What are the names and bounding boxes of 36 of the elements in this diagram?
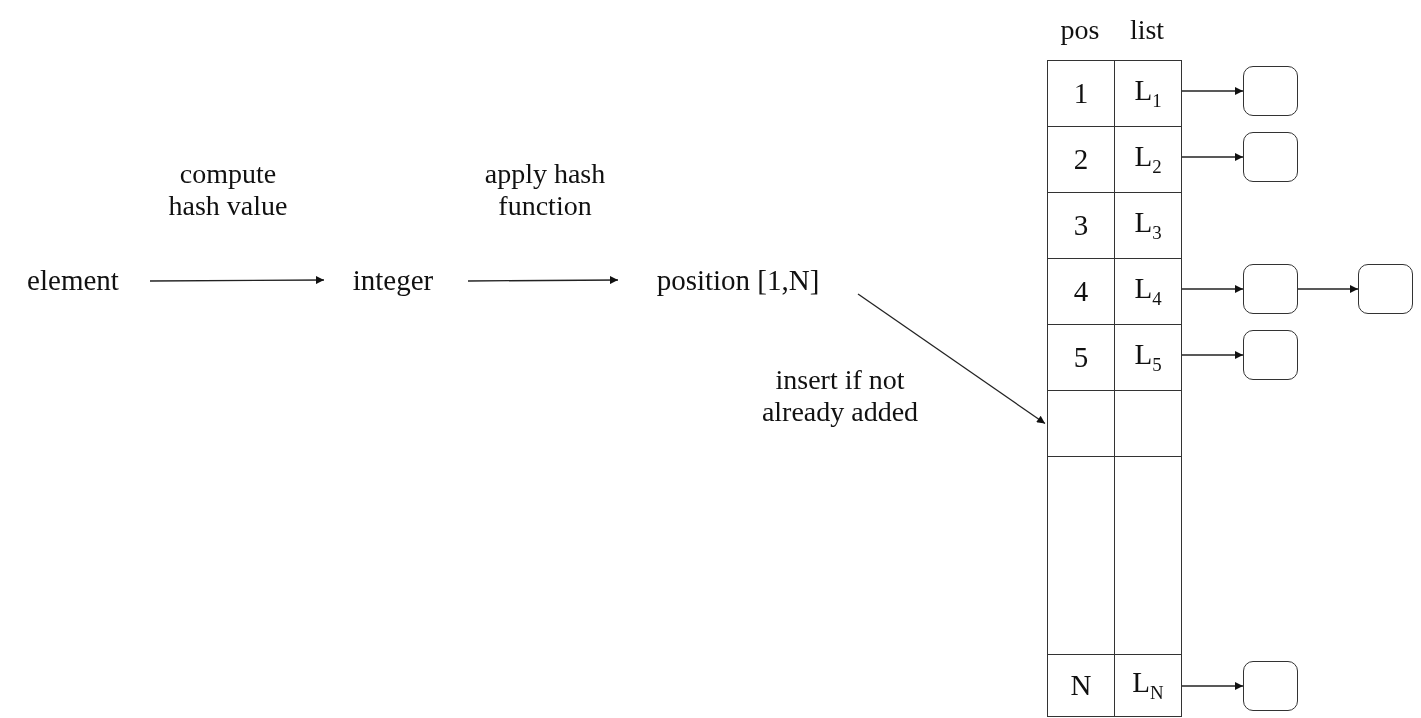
arrow — [1181, 682, 1244, 690]
arrow — [467, 276, 619, 285]
list-node-box — [1243, 661, 1298, 711]
arrow — [1181, 87, 1244, 95]
arrow — [1297, 285, 1359, 293]
cell-text: L$_{5}$ — [1134, 340, 1162, 375]
arrow — [149, 276, 325, 285]
list-node-box — [1243, 330, 1298, 380]
list-node-box — [1243, 66, 1298, 116]
cell-text: L$_{4}$ — [1134, 274, 1162, 309]
step-label: integer — [334, 258, 452, 302]
table-cell — [1047, 654, 1115, 717]
list-node-box — [1243, 264, 1298, 314]
list-node-box — [1243, 132, 1298, 182]
list-node-box — [1358, 264, 1413, 314]
table-cell — [1114, 60, 1182, 127]
arrow — [1181, 153, 1244, 161]
cell-text: L$_{2}$ — [1134, 142, 1162, 177]
cell-text: 5 — [1073, 343, 1089, 372]
arrow — [1181, 351, 1244, 359]
column-header: list — [1128, 13, 1166, 47]
cell-text: 1 — [1073, 79, 1089, 108]
cell-text: 2 — [1073, 145, 1089, 174]
cell-text: 4 — [1073, 277, 1089, 306]
table-cell — [1047, 60, 1115, 127]
arrow — [1181, 285, 1244, 293]
column-header: pos — [1059, 13, 1101, 47]
cell-text: L$_{N}$ — [1132, 668, 1164, 703]
cell-text: L$_{1}$ — [1134, 76, 1162, 111]
cell-text: L$_{3}$ — [1134, 208, 1162, 243]
cell-text: N — [1070, 671, 1092, 700]
step-label: element — [6, 258, 140, 302]
step-label: position [1,N] — [622, 258, 854, 302]
cell-text: 3 — [1073, 211, 1089, 240]
table-cell — [1114, 654, 1182, 717]
arrow — [857, 293, 1046, 425]
